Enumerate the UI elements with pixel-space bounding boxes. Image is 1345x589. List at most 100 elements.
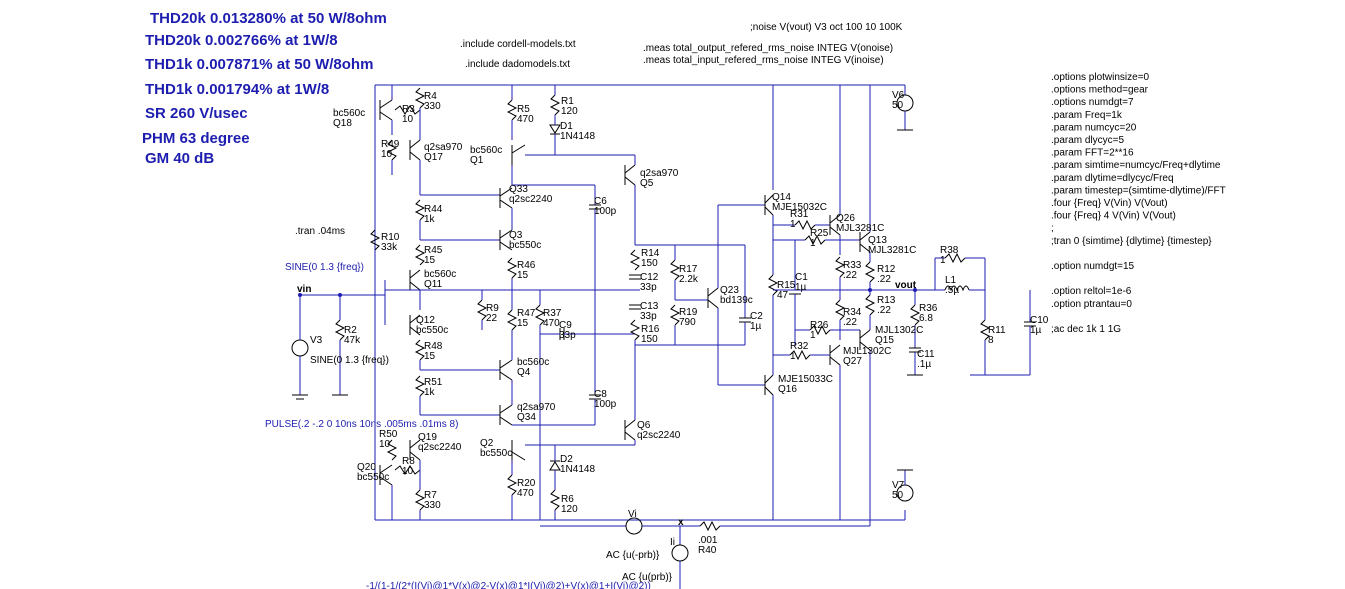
- label-line: Q1: [470, 155, 484, 166]
- headline-thd20k-1w: THD20k 0.002766% at 1W/8: [145, 32, 338, 49]
- label-line: Q34: [517, 412, 536, 423]
- label-line: V3: [310, 335, 323, 346]
- option-line: .option numdgt=15: [1051, 261, 1135, 272]
- results-headline: THD20k 0.013280% at 50 W/8ohm THD20k 0.0…: [142, 10, 387, 167]
- meas-input-noise: .meas total_input_refered_rms_noise INTE…: [643, 55, 884, 66]
- label-line: .22: [843, 270, 857, 281]
- label-line: 1µ: [750, 321, 762, 332]
- label-line: V6: [892, 90, 905, 101]
- label-line: R17: [679, 264, 698, 275]
- label-line: bc560c: [424, 269, 456, 280]
- label-line: .22: [877, 274, 891, 285]
- label-line: 15: [517, 270, 529, 281]
- label-line: V7: [892, 480, 905, 491]
- label-line: 50: [892, 100, 904, 111]
- label-line: R48: [424, 341, 443, 352]
- headline-thd1k-50w: THD1k 0.007871% at 50 W/8ohm: [145, 56, 373, 73]
- headline-gain-margin: GM 40 dB: [145, 150, 214, 167]
- label-line: R3: [402, 104, 415, 115]
- label-line: .5µ: [945, 285, 959, 296]
- label-line: bd139c: [720, 295, 753, 306]
- option-line: .param dlycyc=5: [1051, 135, 1125, 146]
- label-line: Ii: [670, 537, 675, 548]
- label-line: R8: [402, 456, 415, 467]
- option-line: .param numcyc=20: [1051, 122, 1137, 133]
- label-line: Q27: [843, 356, 862, 367]
- label-line: q2sc2240: [637, 430, 681, 441]
- label-r13: R13.22: [877, 295, 896, 316]
- option-line: .param FFT=2**16: [1051, 148, 1134, 159]
- output-stage: [764, 85, 1036, 520]
- headline-phase-margin: PHM 63 degree: [142, 130, 250, 147]
- label-line: .1µ: [917, 359, 931, 370]
- label-line: 15: [424, 351, 436, 362]
- label-line: Vi: [628, 509, 637, 520]
- label-line: 1µ: [1030, 325, 1042, 336]
- label-line: MJL1302C: [843, 346, 891, 357]
- label-r33: R33.22: [843, 260, 862, 281]
- label-r12: R12.22: [877, 264, 896, 285]
- headline-slew-rate: SR 260 V/usec: [145, 105, 248, 122]
- label-line: R37: [543, 308, 562, 319]
- label-line: 330: [424, 101, 441, 112]
- negative-rail: [375, 510, 906, 521]
- sine-source-label: SINE(0 1.3 {freq}): [285, 262, 364, 273]
- label-line: R51: [424, 377, 443, 388]
- label-line: 15: [424, 255, 436, 266]
- label-line: R9: [486, 303, 499, 314]
- label-line: Q3: [509, 230, 523, 241]
- label-line: C1: [795, 272, 808, 283]
- label-line: MJL3281C: [868, 245, 916, 256]
- label-line: R19: [679, 307, 698, 318]
- label-line: Q16: [778, 384, 797, 395]
- option-line: ;tran 0 {simtime} {dlytime} {timestep}: [1051, 236, 1212, 247]
- option-line: .four {Freq} 4 V(Vin) V(Vout): [1051, 211, 1176, 222]
- label-line: 100p: [594, 206, 617, 217]
- tran-directive: .tran .04ms: [295, 226, 345, 237]
- headline-thd20k-50w: THD20k 0.013280% at 50 W/8ohm: [150, 10, 387, 27]
- label-line: 120: [561, 106, 578, 117]
- include-cordell: .include cordell-models.txt: [460, 39, 576, 50]
- label-line: D1: [560, 121, 573, 132]
- label-line: 470: [517, 488, 534, 499]
- net-vout: vout: [895, 280, 917, 291]
- meas-output-noise: .meas total_output_refered_rms_noise INT…: [643, 43, 893, 54]
- option-line: .option reltol=1e-6: [1051, 286, 1132, 297]
- option-line: .param Freq=1k: [1051, 110, 1123, 121]
- label-line: 1k: [424, 387, 436, 398]
- label-line: 33p: [640, 282, 657, 293]
- label-line: 1: [790, 219, 796, 230]
- label-line: MJL1302C: [875, 325, 923, 336]
- label-line: L1: [945, 275, 957, 286]
- label-line: R6: [561, 494, 574, 505]
- label-line: 1µ: [795, 282, 807, 293]
- label-line: R2: [344, 325, 357, 336]
- label-line: 22: [486, 313, 498, 324]
- label-line: bc550c: [357, 472, 389, 483]
- label-line: q2sa970: [424, 142, 463, 153]
- label-line: R33: [843, 260, 862, 271]
